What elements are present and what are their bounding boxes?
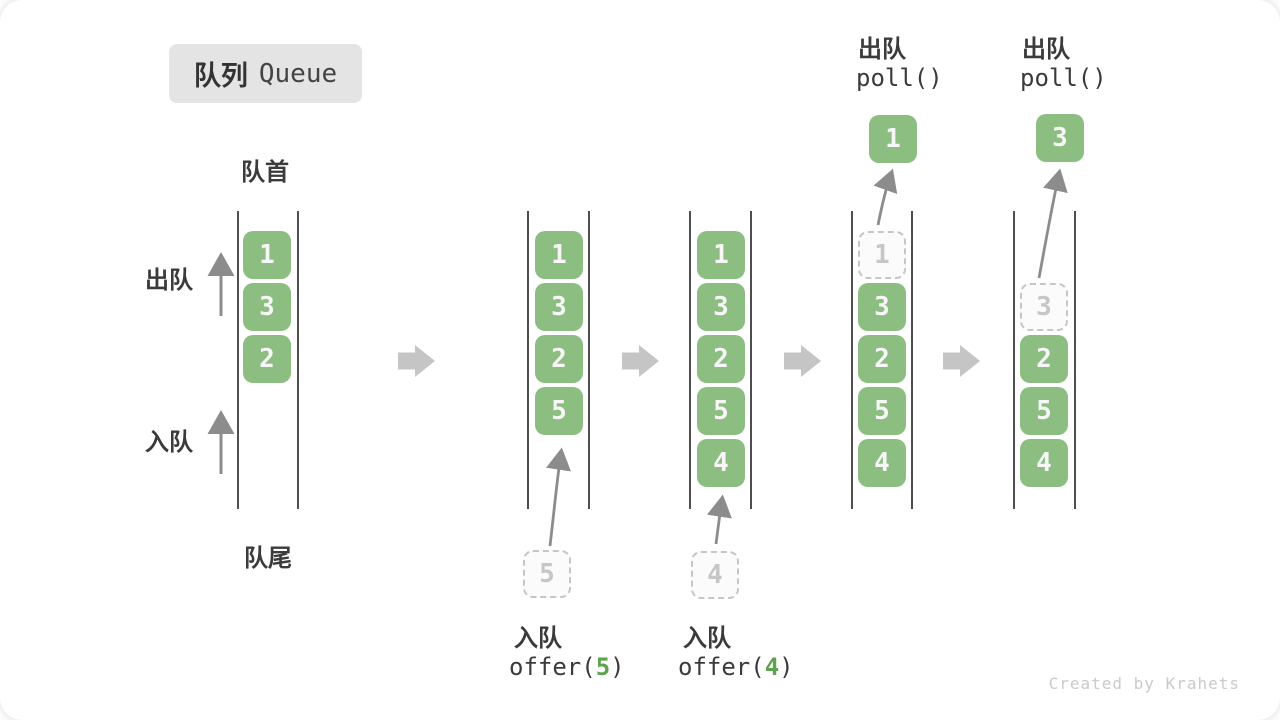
code-fn: offer( <box>678 653 765 681</box>
queue-item: 4 <box>1020 439 1068 487</box>
code-close: ) <box>610 653 625 681</box>
queue-item: 4 <box>697 439 745 487</box>
queue-item: 2 <box>858 335 906 383</box>
queue-item: 5 <box>1020 387 1068 435</box>
dequeue-op-label: 出队 <box>1022 35 1070 63</box>
state5-right-rail <box>1074 211 1076 509</box>
state3-right-rail <box>750 211 752 509</box>
queue-item: 5 <box>858 387 906 435</box>
title-zh: 队列 <box>193 61 248 92</box>
state5-left-rail <box>1013 211 1015 509</box>
queue-item: 3 <box>535 283 583 331</box>
step-arrow-4 <box>943 345 980 377</box>
queue-item-removed: 3 <box>1020 283 1068 331</box>
dequeue-op-label: 出队 <box>858 35 906 63</box>
poll3-arrow <box>1037 168 1068 279</box>
queue-item-removed: 1 <box>858 231 906 279</box>
queue-item: 2 <box>697 335 745 383</box>
queue-item: 3 <box>243 283 291 331</box>
offer4-arrow <box>706 494 732 545</box>
state3-left-rail <box>689 211 691 509</box>
pending-enqueue-item: 4 <box>691 551 739 599</box>
queue-item: 1 <box>243 231 291 279</box>
step-arrow-3 <box>784 345 821 377</box>
state4-right-rail <box>911 211 913 509</box>
queue-rear-label: 队尾 <box>244 544 292 572</box>
enqueue-side-label: 入队 <box>145 428 193 456</box>
code-arg: 4 <box>764 653 780 681</box>
dequeue-side-label: 出队 <box>145 266 193 294</box>
watermark: Created by Krahets <box>1048 674 1240 693</box>
queue-front-label: 队首 <box>241 158 289 186</box>
queue-item: 2 <box>1020 335 1068 383</box>
state1-left-rail <box>237 211 239 509</box>
state1-right-rail <box>297 211 299 509</box>
queue-item: 1 <box>535 231 583 279</box>
enqueue-op-label: 入队 <box>683 624 731 652</box>
code-close: ) <box>779 653 794 681</box>
queue-item: 5 <box>535 387 583 435</box>
state2-right-rail <box>588 211 590 509</box>
step-arrow-2 <box>622 345 659 377</box>
offer4-code: offer(4) <box>678 653 794 681</box>
offer5-arrow <box>546 447 572 547</box>
popped-item: 3 <box>1036 114 1084 162</box>
queue-item: 2 <box>535 335 583 383</box>
queue-item: 3 <box>697 283 745 331</box>
offer5-code: offer(5) <box>509 653 625 681</box>
enqueue-op-label: 入队 <box>514 624 562 652</box>
code-arg: 5 <box>595 653 611 681</box>
title-box: 队列 Queue <box>169 44 362 103</box>
queue-item: 5 <box>697 387 745 435</box>
code-fn: offer( <box>509 653 596 681</box>
step-arrow-1 <box>398 345 435 377</box>
poll1-arrow <box>873 168 898 226</box>
title-en: Queue <box>258 58 338 89</box>
state4-left-rail <box>851 211 853 509</box>
poll-code: poll() <box>1020 64 1107 92</box>
poll-code: poll() <box>856 64 943 92</box>
queue-item: 1 <box>697 231 745 279</box>
pending-enqueue-item: 5 <box>523 550 571 598</box>
queue-item: 2 <box>243 335 291 383</box>
state2-left-rail <box>527 211 529 509</box>
popped-item: 1 <box>869 115 917 163</box>
queue-item: 3 <box>858 283 906 331</box>
queue-item: 4 <box>858 439 906 487</box>
